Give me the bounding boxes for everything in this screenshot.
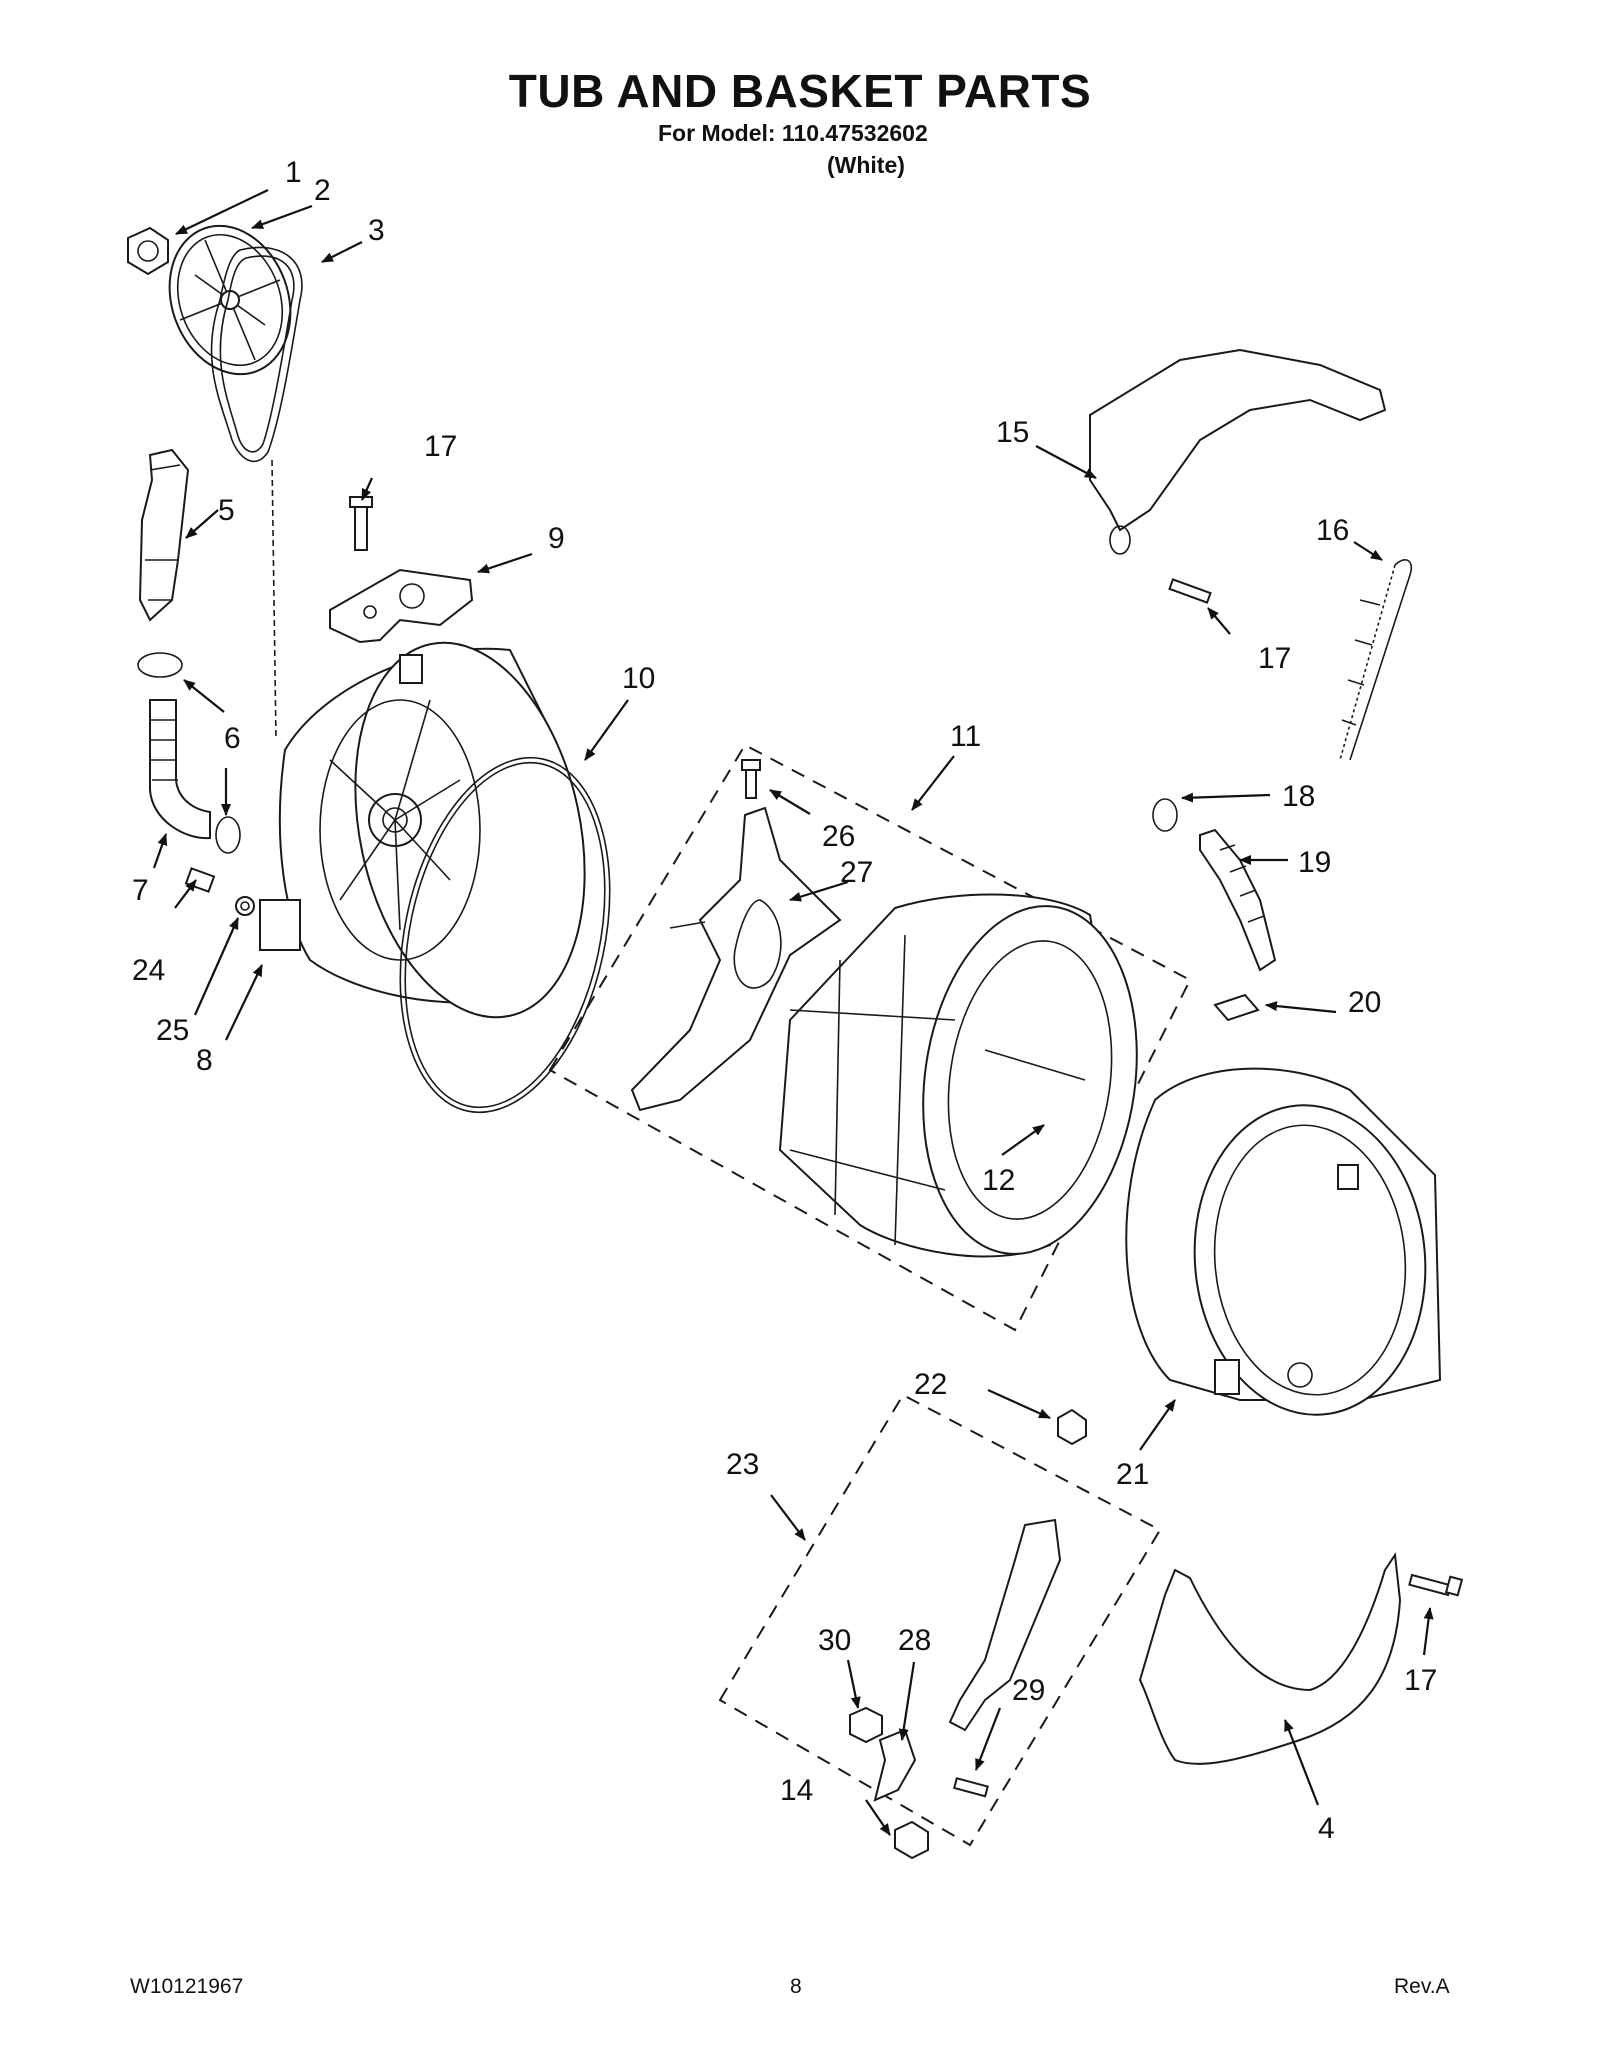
basket-drum-part-12	[778, 893, 1138, 1258]
color-variant: (White)	[827, 152, 905, 178]
callout-30: 30	[818, 1624, 851, 1657]
callout-14: 14	[780, 1774, 813, 1807]
drain-hose-part-7	[149, 699, 211, 840]
screw-part-29	[952, 1777, 989, 1798]
callout-21: 21	[1116, 1458, 1149, 1491]
callout-10: 10	[622, 662, 655, 695]
seal-ring-part-10	[399, 756, 611, 1114]
callout-19: 19	[1298, 846, 1331, 879]
callout-17-lower: 17	[1404, 1664, 1437, 1697]
spider-part-27	[630, 806, 842, 1112]
callout-29: 29	[1012, 1674, 1045, 1707]
bracket-part-22	[1057, 1408, 1087, 1446]
rear-tub-part-8	[259, 641, 586, 1019]
callout-5: 5	[218, 494, 235, 527]
clip-part-20	[1213, 993, 1260, 1022]
callout-18: 18	[1282, 780, 1315, 813]
page-title: TUB AND BASKET PARTS	[508, 65, 1092, 117]
callout-11: 11	[950, 720, 981, 753]
callout-20: 20	[1348, 986, 1381, 1019]
group-outline-part-11	[548, 743, 1192, 1332]
grommet-part-25	[235, 896, 255, 916]
group-outline-part-23	[718, 1393, 1162, 1847]
cover-part-4	[1138, 1552, 1402, 1765]
model-line: For Model: 110.47532602	[658, 120, 928, 146]
clamp-part-6	[137, 652, 241, 854]
callout-17-top: 17	[424, 430, 457, 463]
callout-6: 6	[224, 722, 241, 755]
cover-part-15	[1089, 348, 1387, 555]
front-tub-part-21	[1125, 1067, 1442, 1416]
callout-9: 9	[548, 522, 565, 555]
bracket-part-9	[329, 568, 474, 644]
hose-part-5	[138, 448, 190, 622]
nut-part-14	[894, 1820, 929, 1860]
nut-part-1	[127, 226, 169, 276]
callout-27: 27	[840, 856, 873, 889]
bellows-hose-part-19	[1199, 828, 1277, 972]
callout-7: 7	[132, 874, 149, 907]
callout-4: 4	[1318, 1812, 1335, 1845]
callout-28: 28	[898, 1624, 931, 1657]
document-number: W10121967	[130, 1975, 244, 1998]
pulley-part-2	[168, 224, 292, 376]
callout-labels: 1 2 3 4 5 6 7 8 9 10 11 12 14 15 16 17 1…	[132, 156, 1437, 1845]
callout-1: 1	[285, 156, 302, 189]
callout-17-right: 17	[1258, 642, 1291, 675]
callout-3: 3	[368, 214, 385, 247]
callout-15: 15	[996, 416, 1029, 449]
leader-lines	[152, 189, 1434, 1836]
callout-25: 25	[156, 1014, 189, 1047]
callout-24: 24	[132, 954, 165, 987]
callout-16: 16	[1316, 514, 1349, 547]
revision-label: Rev.A	[1394, 1975, 1450, 1998]
screw-part-17-top	[349, 496, 373, 551]
screw-part-17-right	[1168, 578, 1212, 604]
callout-8: 8	[196, 1044, 213, 1077]
callout-22: 22	[914, 1368, 947, 1401]
spring-part-16	[1339, 559, 1413, 761]
callout-2: 2	[314, 174, 331, 207]
belt-part-3	[210, 246, 303, 741]
screw-part-17-lower	[1408, 1573, 1464, 1597]
callout-12: 12	[982, 1164, 1015, 1197]
damper-part-28	[873, 1518, 1062, 1802]
nut-part-30	[849, 1706, 883, 1744]
screw-part-26	[741, 759, 761, 799]
page-number: 8	[790, 1975, 802, 1998]
clamp-part-18	[1152, 798, 1178, 832]
callout-26: 26	[822, 820, 855, 853]
callout-23: 23	[726, 1448, 759, 1481]
